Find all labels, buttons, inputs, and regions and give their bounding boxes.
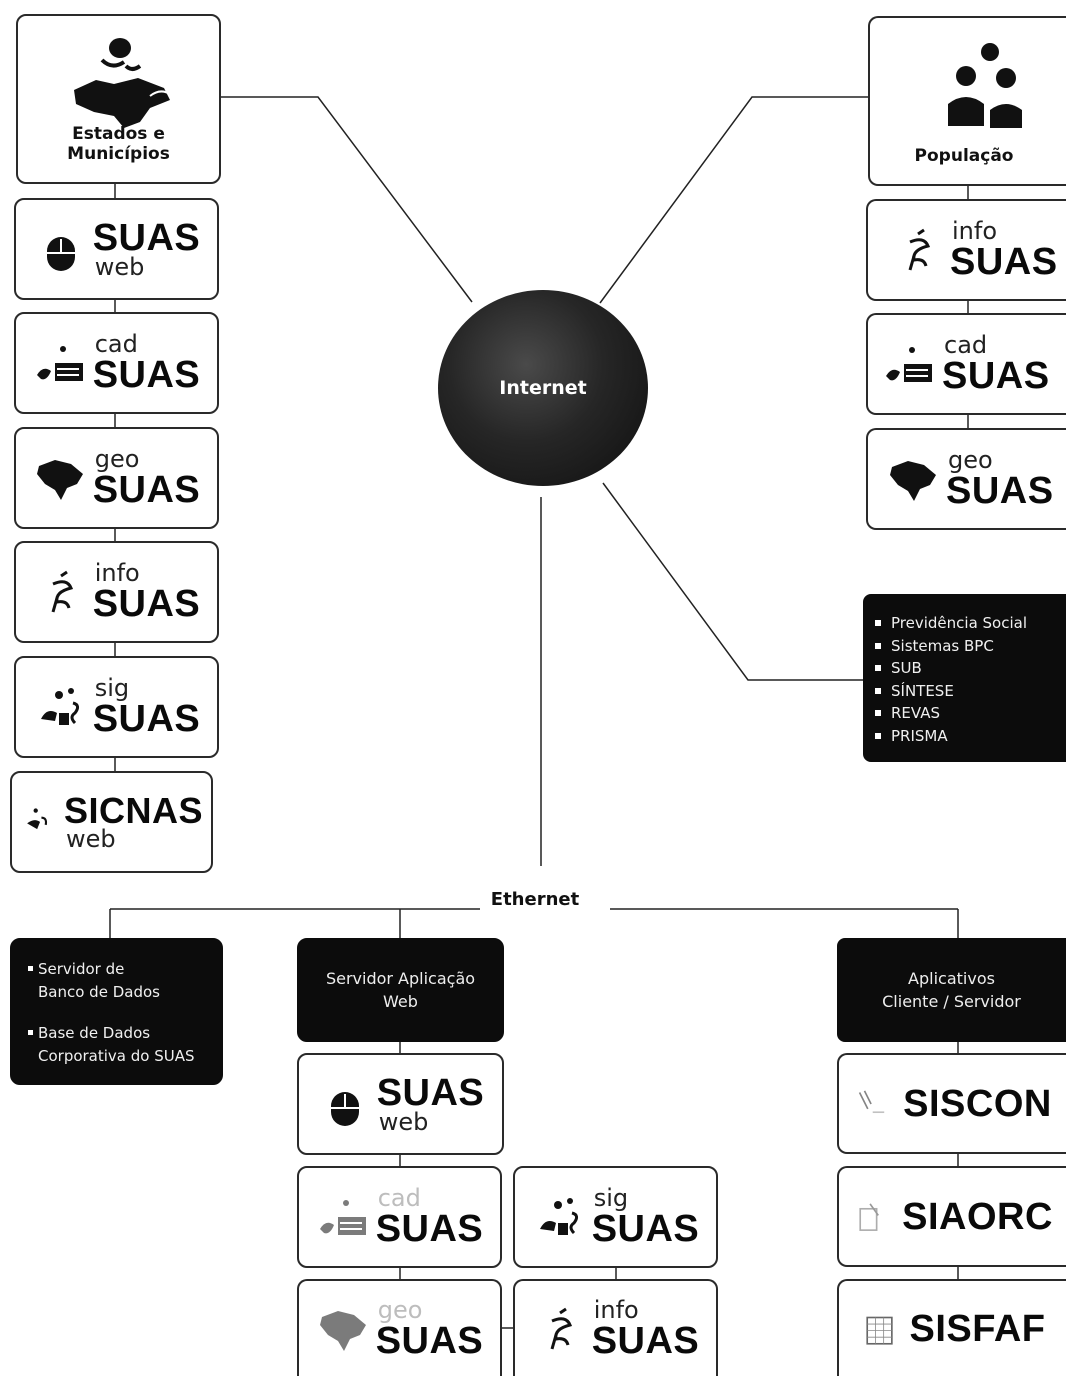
- logo-main: SUAS: [950, 241, 1058, 283]
- external-system-item: SUB: [871, 657, 1066, 680]
- info-figure-icon: [908, 228, 931, 271]
- logo-prefix: info: [952, 217, 998, 245]
- client-server-line-1: Aplicativos: [908, 969, 995, 988]
- registry-people-icon: [886, 347, 932, 382]
- web-app-line-2: Web: [383, 992, 418, 1011]
- internet-label: Internet: [499, 377, 587, 399]
- mouse-icon: [330, 1092, 359, 1126]
- info-figure-icon: [550, 1307, 572, 1349]
- external-system-item: Sistemas BPC: [871, 635, 1066, 658]
- logo-siaorc[interactable]: SIAORC: [837, 1166, 1066, 1267]
- db-line-3: Base de Dados: [12, 1022, 221, 1045]
- logo-main: SUAS: [946, 470, 1054, 512]
- logo-suffix: web: [65, 825, 116, 853]
- external-systems-list: Previdência Social Sistemas BPC SUB SÍNT…: [871, 612, 1066, 747]
- client-server-line-2: Cliente / Servidor: [882, 992, 1021, 1011]
- external-systems-box: Previdência Social Sistemas BPC SUB SÍNT…: [863, 594, 1066, 762]
- registry-people-icon: [319, 1200, 366, 1235]
- spreadsheet-icon: [866, 1316, 894, 1345]
- actor-states-label: Estados e Municípios: [67, 124, 170, 164]
- db-line-4: Corporativa do SUAS: [38, 1047, 195, 1065]
- db-line-2: Banco de Dados: [38, 983, 160, 1001]
- line-internet-external: [602, 482, 864, 681]
- logo-main: SUAS: [375, 1319, 484, 1362]
- client-server-apps-box: Aplicativos Cliente / Servidor: [837, 938, 1066, 1042]
- logo-prefix: cad: [377, 1184, 421, 1212]
- registry-people-icon: [36, 346, 83, 381]
- brazil-map-icon: [319, 1310, 366, 1351]
- db-line-1: Servidor de: [12, 958, 221, 981]
- brazil-map-icon: [36, 460, 83, 500]
- logo-prefix: geo: [377, 1295, 423, 1324]
- logo-prefix: cad: [94, 330, 138, 358]
- logo-sisfaf[interactable]: SISFAF: [837, 1279, 1066, 1376]
- map-people-icon: [18, 30, 219, 140]
- internet-node: Internet: [438, 290, 648, 486]
- logo-prefix: geo: [94, 445, 140, 473]
- web-app-server-box: Servidor Aplicação Web: [297, 938, 504, 1042]
- logo-main: SIAORC: [902, 1195, 1053, 1238]
- actor-population-label: População: [914, 146, 1014, 166]
- logo-main: SUAS: [591, 1208, 700, 1250]
- logo-main: SUAS: [92, 698, 201, 740]
- logo-prefix: info: [593, 1295, 639, 1324]
- info-figure-icon: [51, 570, 73, 613]
- logo-main: SUAS: [92, 583, 201, 625]
- logo-suffix: web: [94, 253, 145, 281]
- siaorc-icon: [859, 1202, 880, 1231]
- logo-main: SUAS: [591, 1319, 700, 1362]
- logo-main: SICNAS: [63, 790, 204, 831]
- people-group-icon: [539, 1198, 578, 1235]
- logo-prefix: sig: [94, 674, 130, 702]
- actor-population: População: [868, 16, 1066, 186]
- database-server-box: Servidor de Banco de Dados Base de Dados…: [10, 938, 223, 1085]
- people-icon: [27, 808, 48, 830]
- logo-prefix: cad: [944, 331, 988, 359]
- logo-prefix: geo: [948, 446, 993, 474]
- logo-suffix: web: [378, 1108, 429, 1136]
- logo-main: SUAS: [376, 1072, 485, 1114]
- logo-main: SUAS: [942, 355, 1050, 397]
- web-app-line-1: Servidor Aplicação: [325, 969, 476, 988]
- external-system-item: Previdência Social: [871, 612, 1066, 635]
- logo-prefix: info: [94, 559, 140, 587]
- logo-main: SUAS: [375, 1208, 484, 1250]
- logo-main: SISCON: [903, 1082, 1052, 1125]
- external-system-item: SÍNTESE: [871, 680, 1066, 703]
- logo-prefix: sig: [593, 1184, 629, 1212]
- logo-main: SUAS: [92, 469, 201, 511]
- line-population-internet: [599, 96, 868, 304]
- logo-siscon[interactable]: SISCON: [837, 1053, 1066, 1154]
- external-system-item: REVAS: [871, 702, 1066, 725]
- line-states-internet: [220, 96, 473, 303]
- brazil-map-icon: [890, 461, 936, 501]
- people-group-icon: [40, 688, 79, 725]
- actor-states-municipalities: Estados e Municípios: [16, 14, 221, 184]
- siscon-icon: [858, 1089, 885, 1113]
- ethernet-label: Ethernet: [480, 889, 590, 910]
- logo-main: SUAS: [92, 217, 201, 259]
- mouse-icon: [46, 237, 75, 271]
- external-system-item: PRISMA: [871, 725, 1066, 748]
- logo-main: SISFAF: [909, 1307, 1046, 1350]
- population-icon: [870, 32, 1066, 142]
- logo-main: SUAS: [92, 354, 201, 396]
